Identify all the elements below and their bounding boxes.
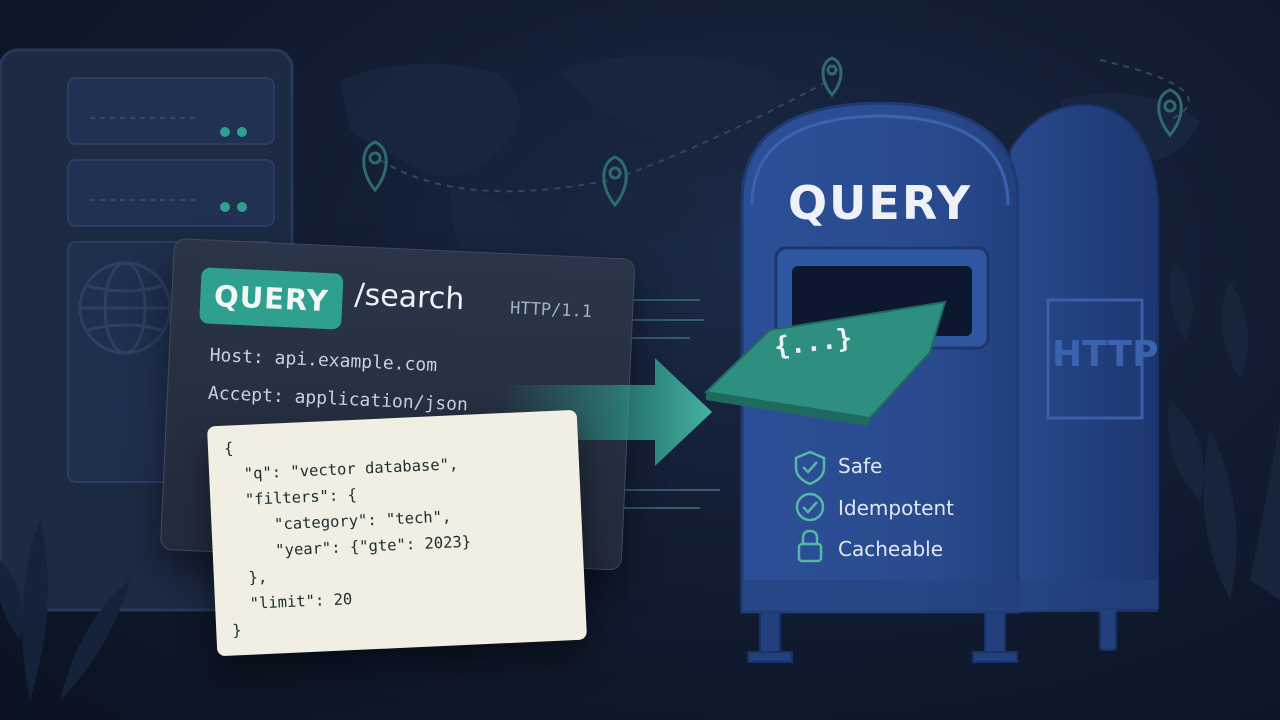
mailbox-title: QUERY: [787, 176, 973, 230]
feature-idempotent: Idempotent: [838, 496, 954, 520]
feature-cacheable: Cacheable: [838, 537, 944, 561]
lock-icon: [797, 529, 823, 563]
mailbox-side-label: HTTP: [1052, 334, 1159, 375]
location-pin-icon: [362, 56, 1183, 208]
feature-safe: Safe: [838, 454, 883, 478]
envelope-icon: [703, 300, 947, 426]
plant-right: [1168, 260, 1280, 600]
globe-icon: [78, 261, 172, 355]
world-map: [340, 55, 1200, 300]
route-lines: [379, 59, 1190, 211]
check-circle-icon: [795, 492, 825, 522]
shield-check-icon: [794, 450, 826, 486]
plant-left: [0, 520, 130, 700]
